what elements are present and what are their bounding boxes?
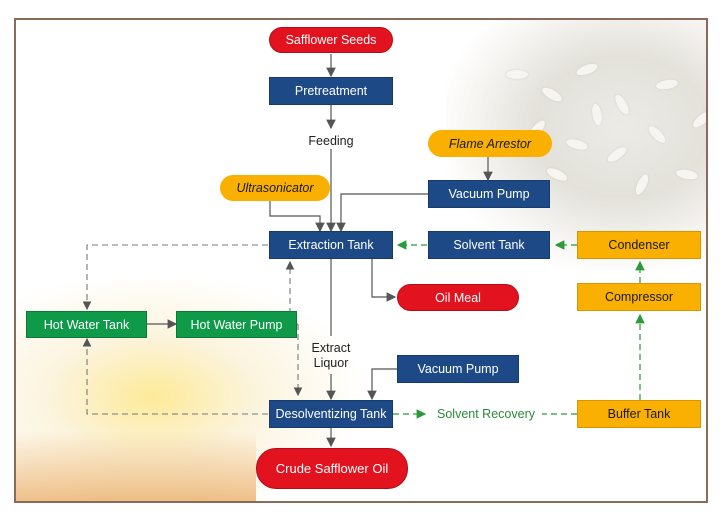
compressor-node: Compressor — [577, 283, 701, 311]
extraction-to-hotwater-dashed — [87, 245, 268, 309]
extraction-to-oilmeal-arrow — [372, 259, 395, 297]
desolventizing-to-hotwater-dashed — [87, 339, 268, 414]
hot-water-pump-node: Hot Water Pump — [176, 311, 297, 338]
oil-meal-node: Oil Meal — [397, 284, 519, 311]
vacuum-pump-bottom-node: Vacuum Pump — [397, 355, 519, 383]
ultrasonicator-node: Ultrasonicator — [220, 175, 330, 201]
feeding-label: Feeding — [296, 134, 366, 149]
ultrasonicator-arrow — [270, 201, 320, 231]
solvent-recovery-label: Solvent Recovery — [430, 407, 542, 422]
vacuum-pump-top-node: Vacuum Pump — [428, 180, 550, 208]
solvent-tank-node: Solvent Tank — [428, 231, 550, 259]
crude-safflower-oil-node: Crude Safflower Oil — [256, 448, 408, 489]
extraction-tank-node: Extraction Tank — [269, 231, 393, 259]
condenser-node: Condenser — [577, 231, 701, 259]
safflower-seeds-node: Safflower Seeds — [269, 27, 393, 53]
desolventizing-tank-node: Desolventizing Tank — [269, 400, 393, 428]
extract-liquor-text: Extract Liquor — [312, 341, 351, 370]
extract-liquor-label: Extract Liquor — [296, 341, 366, 371]
flame-arrestor-node: Flame Arrestor — [428, 130, 552, 157]
hot-water-tank-node: Hot Water Tank — [26, 311, 147, 338]
buffer-tank-node: Buffer Tank — [577, 400, 701, 428]
vacuum-to-desolventizing-arrow — [372, 369, 397, 399]
pretreatment-node: Pretreatment — [269, 77, 393, 105]
vacuum-to-extraction-arrow — [341, 194, 428, 231]
